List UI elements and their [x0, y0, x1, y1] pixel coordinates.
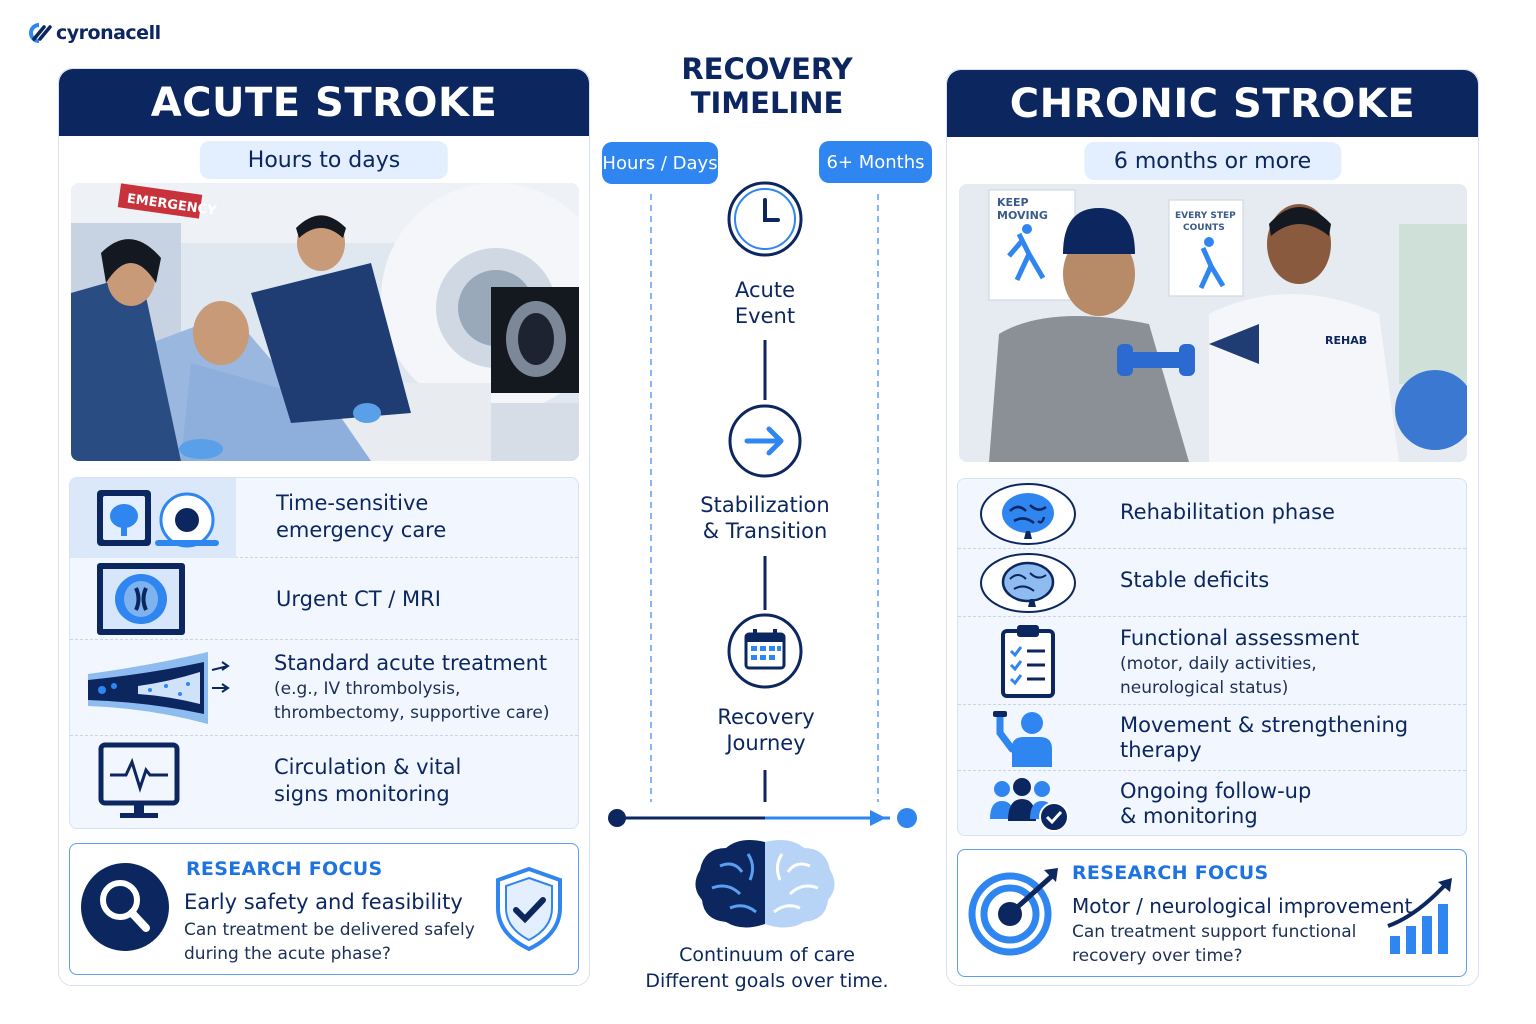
- chronic-feature-follow-up: Ongoing follow-up & monitoring: [958, 771, 1466, 835]
- feature-subtitle: thrombectomy, supportive care): [274, 703, 550, 723]
- research-focus-title: Motor / neurological improvement: [1072, 894, 1413, 918]
- timeline-start-badge: Hours / Days: [602, 142, 718, 184]
- brand-logo: cyronacell: [26, 22, 161, 44]
- brain-continuum-icon: [690, 836, 840, 932]
- poster-text: KEEP: [997, 196, 1029, 209]
- shirt-text: REHAB: [1325, 334, 1367, 347]
- feature-subtitle: (e.g., IV thrombolysis,: [274, 679, 461, 699]
- timeline-step-label: Event: [734, 304, 796, 328]
- brain-outline-icon: [980, 553, 1076, 613]
- acute-feature-emergency-care: Time-sensitive emergency care: [70, 478, 578, 558]
- timeline-step-label: Stabilization: [700, 493, 830, 517]
- calendar-icon: [726, 612, 804, 690]
- poster-text: MOVING: [997, 209, 1048, 222]
- chronic-feature-list: Rehabilitation phase Stable deficits: [957, 478, 1467, 836]
- feature-title: Functional assessment: [1120, 626, 1360, 650]
- timeline-graphic: [608, 194, 917, 828]
- poster-text: COUNTS: [1183, 223, 1225, 233]
- timeline-step-label: Acute: [734, 278, 795, 302]
- feature-title: Urgent CT / MRI: [276, 587, 441, 611]
- research-focus-title: Early safety and feasibility: [184, 890, 463, 914]
- chronic-duration-pill: 6 months or more: [1083, 142, 1342, 180]
- chronic-feature-functional-assessment: Functional assessment (motor, daily acti…: [958, 617, 1466, 705]
- feature-title: Time-sensitive: [276, 491, 429, 515]
- research-focus-question: Can treatment be delivered safely: [184, 920, 475, 940]
- research-focus-question: during the acute phase?: [184, 944, 391, 964]
- timeline-step-label: Journey: [726, 731, 806, 755]
- chronic-feature-stable-deficits: Stable deficits: [958, 549, 1466, 617]
- timeline-title-line: RECOVERY: [681, 52, 853, 86]
- acute-stroke-panel: ACUTE STROKE Hours to days EMERGENCY: [58, 68, 590, 986]
- chronic-title: CHRONIC STROKE: [947, 70, 1478, 137]
- feature-title: Rehabilitation phase: [1120, 500, 1335, 524]
- acute-emergency-photo: EMERGENCY: [71, 183, 579, 461]
- shield-check-icon: [494, 866, 564, 952]
- acute-feature-vital-signs: Circulation & vital signs monitoring: [70, 736, 578, 828]
- magnifier-icon: [80, 862, 170, 952]
- brand-name: cyronacell: [56, 22, 161, 44]
- ct-scan-icon: [96, 562, 186, 636]
- timeline-step-recovery-journey: Recovery Journey: [676, 704, 856, 756]
- research-focus-question: Can treatment support functional: [1072, 922, 1357, 942]
- timeline-step-stabilization: Stabilization & Transition: [675, 492, 855, 544]
- acute-feature-ct-mri: Urgent CT / MRI: [70, 558, 578, 640]
- timeline-step-acute-event: Acute Event: [675, 277, 855, 329]
- research-focus-label: RESEARCH FOCUS: [186, 858, 383, 880]
- target-icon: [968, 864, 1062, 956]
- chronic-feature-rehabilitation: Rehabilitation phase: [958, 479, 1466, 549]
- people-check-icon: [988, 777, 1072, 833]
- feature-title: & monitoring: [1120, 804, 1258, 828]
- timeline-step-label: & Transition: [702, 519, 828, 543]
- brain-icon: [980, 483, 1076, 545]
- timeline-title-line: TIMELINE: [690, 86, 844, 120]
- poster-text: EVERY STEP: [1175, 211, 1236, 221]
- chronic-stroke-panel: CHRONIC STROKE 6 months or more KEEP MOV…: [946, 69, 1479, 986]
- acute-feature-standard-treatment: Standard acute treatment (e.g., IV throm…: [70, 640, 578, 736]
- timeline-title: RECOVERY TIMELINE: [640, 52, 894, 120]
- timeline-step-label: Recovery: [717, 705, 815, 729]
- acute-feature-list: Time-sensitive emergency care Urgent CT …: [69, 477, 579, 829]
- feature-title: Movement & strengthening: [1120, 713, 1409, 737]
- research-focus-label: RESEARCH FOCUS: [1072, 862, 1269, 884]
- caption-line: Continuum of care: [679, 944, 855, 966]
- acute-research-focus: RESEARCH FOCUS Early safety and feasibil…: [69, 843, 579, 975]
- clipboard-icon: [1000, 623, 1056, 699]
- caption-line: Different goals over time.: [645, 970, 889, 992]
- chronic-rehab-photo: KEEP MOVING EVERY STEP COUNTS REHAB: [959, 184, 1467, 462]
- timeline-end-badge: 6+ Months: [819, 141, 932, 183]
- feature-title: Standard acute treatment: [274, 651, 548, 675]
- feature-title: Stable deficits: [1120, 568, 1270, 592]
- growth-chart-icon: [1386, 876, 1458, 956]
- blood-vessel-icon: [88, 646, 234, 730]
- acute-duration-pill: Hours to days: [199, 141, 449, 179]
- research-focus-question: recovery over time?: [1072, 946, 1243, 966]
- acute-title: ACUTE STROKE: [59, 69, 589, 136]
- brain-scan-icon: [70, 478, 236, 558]
- feature-subtitle: neurological status): [1120, 678, 1289, 698]
- arrow-right-icon: [727, 403, 803, 479]
- feature-title: Ongoing follow-up: [1120, 779, 1312, 803]
- vital-monitor-icon: [98, 742, 180, 822]
- exercise-icon: [990, 709, 1058, 769]
- feature-title: Circulation & vital: [274, 755, 462, 779]
- feature-title: emergency care: [276, 518, 447, 542]
- feature-title: therapy: [1120, 738, 1202, 762]
- feature-title: signs monitoring: [274, 782, 450, 806]
- continuum-caption: Continuum of care Different goals over t…: [630, 942, 904, 994]
- cyronacell-logo-icon: [29, 23, 52, 43]
- feature-subtitle: (motor, daily activities,: [1120, 654, 1317, 674]
- clock-icon: [726, 180, 804, 258]
- chronic-research-focus: RESEARCH FOCUS Motor / neurological impr…: [957, 849, 1467, 977]
- chronic-feature-movement-therapy: Movement & strengthening therapy: [958, 705, 1466, 771]
